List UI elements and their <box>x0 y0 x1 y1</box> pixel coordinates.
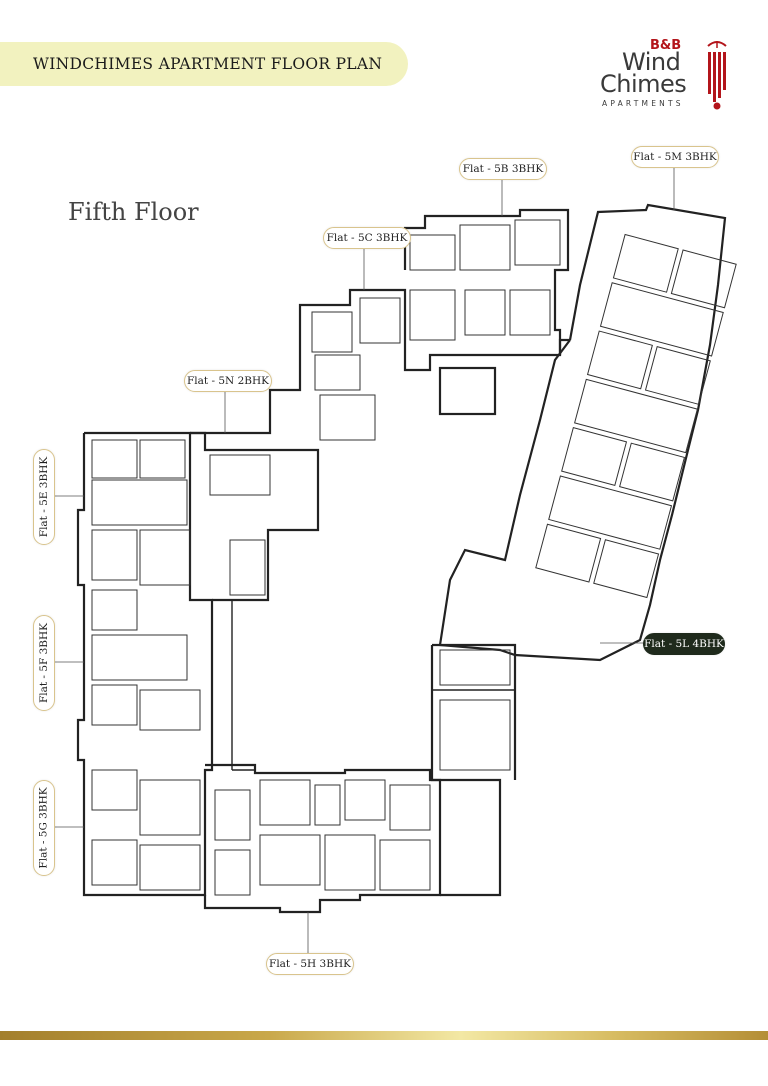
logo-line2: Chimes <box>600 70 687 98</box>
flat-5b-outline <box>403 208 570 355</box>
wind-chime-icon <box>707 41 727 110</box>
west-wing-outline <box>76 431 214 897</box>
flat-label-5n-text: Flat - 5N 2BHK <box>187 375 269 387</box>
flat-label-5h: Flat - 5H 3BHK <box>266 953 354 975</box>
flat-label-5g: Flat - 5G 3BHK <box>33 780 55 876</box>
flat-label-5e-text: Flat - 5E 3BHK <box>38 456 50 538</box>
floor-title: Fifth Floor <box>68 198 199 226</box>
north-connector-outline <box>190 288 570 435</box>
east-wing-outline <box>438 203 727 662</box>
flat-label-5c-text: Flat - 5C 3BHK <box>326 232 408 244</box>
flat-label-5f-text: Flat - 5F 3BHK <box>38 622 50 704</box>
inner-corridor <box>212 599 233 770</box>
flat-label-5g-text: Flat - 5G 3BHK <box>38 787 50 869</box>
flat-label-5m: Flat - 5M 3BHK <box>631 146 719 168</box>
flat-label-5f: Flat - 5F 3BHK <box>33 615 55 711</box>
south-east-block-outline <box>430 645 502 897</box>
flat-label-5e: Flat - 5E 3BHK <box>33 449 55 545</box>
flat-label-5h-text: Flat - 5H 3BHK <box>269 958 351 970</box>
stair-core-north <box>438 366 497 416</box>
page-title: WINDCHIMES APARTMENT FLOOR PLAN <box>33 55 383 73</box>
flat-label-5l: Flat - 5L 4BHK <box>643 633 725 655</box>
logo-brand: B&B <box>650 38 682 53</box>
flat-label-5m-text: Flat - 5M 3BHK <box>633 151 717 163</box>
logo-line3: APARTMENTS <box>602 99 684 108</box>
brand-logo: B&B Wind Chimes APARTMENTS <box>598 38 738 112</box>
footer-gold-bar <box>0 1031 768 1040</box>
flat-label-5b-text: Flat - 5B 3BHK <box>462 163 544 175</box>
flat-label-5n: Flat - 5N 2BHK <box>184 370 272 392</box>
south-block-outline <box>203 763 442 914</box>
flat-label-5b: Flat - 5B 3BHK <box>459 158 547 180</box>
header-banner: WINDCHIMES APARTMENT FLOOR PLAN <box>0 42 408 86</box>
logo-line1: Wind <box>622 48 681 76</box>
flat-label-5c: Flat - 5C 3BHK <box>323 227 411 249</box>
flat-label-5l-text: Flat - 5L 4BHK <box>644 638 724 650</box>
